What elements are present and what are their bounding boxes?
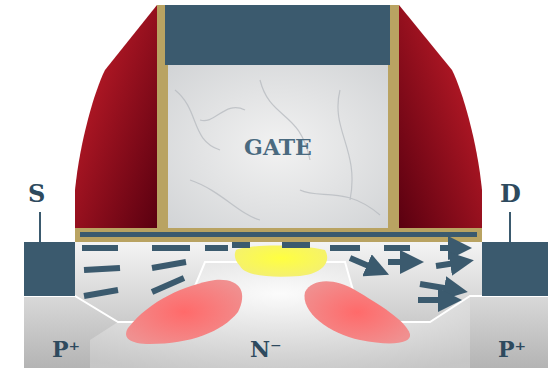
source-terminal: S	[28, 182, 45, 206]
p-plus-region: P⁺	[498, 338, 526, 360]
p-plus-region: P⁺	[52, 338, 80, 360]
gate-label: GATE	[244, 134, 312, 160]
n-minus-well: N⁻	[250, 338, 282, 360]
drain-terminal: D	[500, 182, 521, 206]
gate-electrode: GATE	[168, 65, 388, 228]
